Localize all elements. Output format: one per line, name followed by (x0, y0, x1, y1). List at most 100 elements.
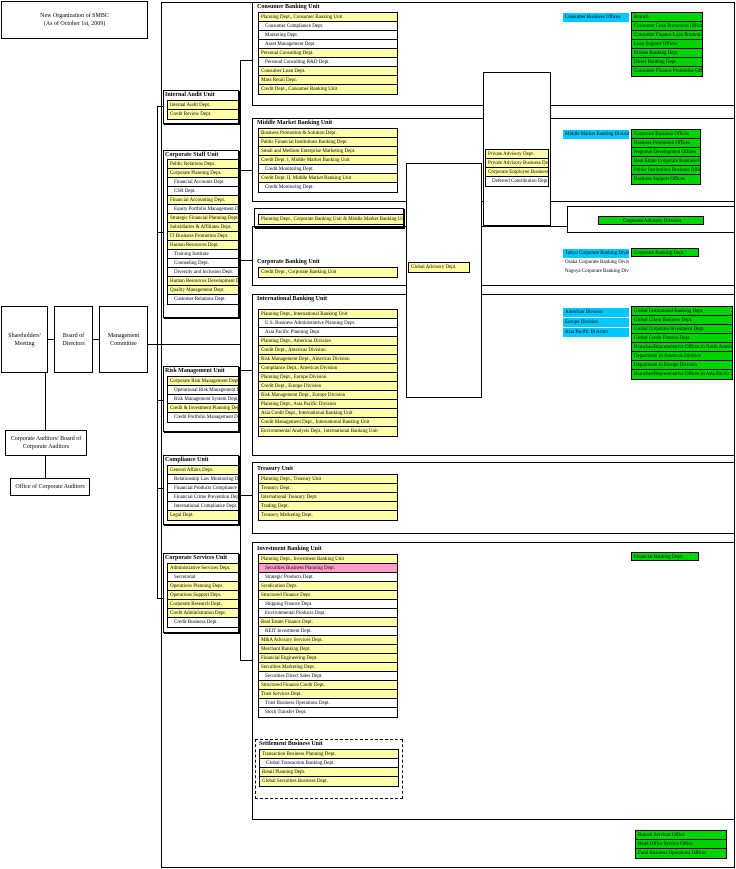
dept-item: Risk Management System Dept. (168, 395, 238, 404)
dept-item: REIT Investment Dept. (259, 627, 397, 636)
shareholders-box: Shareholders' Meeting (1, 306, 48, 373)
dept-item: General Affairs Dept. (168, 466, 238, 475)
intl-division-item: Asia Pacific Division (563, 328, 629, 337)
dept-item: Planning Dept., Corporate Banking Unit &… (259, 215, 403, 224)
global-advisory-frame: Global Advisory Dept. (406, 163, 482, 398)
international-unit: International Banking Unit Planning Dept… (252, 294, 735, 456)
dept-item: Financial Products Compliance Dept. (168, 484, 238, 493)
dept-item: Corporate Risk Management Dept. (168, 377, 238, 386)
financial-banking-dept: Financial Banking Dept. (631, 552, 699, 561)
private-advisory-frame: Private Advisory Dept.Private Advisory B… (483, 72, 551, 226)
private-advisory-list: Private Advisory Dept.Private Advisory B… (485, 149, 549, 187)
dept-item: Financial Accounts Dept. (168, 178, 238, 187)
dept-item: Regional Development Offices (632, 148, 700, 157)
dept-item: Structured Finance Credit Dept. (259, 681, 397, 690)
dept-item: International Compliance Dept. (168, 502, 238, 511)
dept-item: Global Advisory Dept. (409, 263, 469, 272)
middle-market-division: Middle Market Banking Division (563, 130, 629, 139)
dept-item: Securities Direct Sales Dept. (259, 672, 397, 681)
treasury-unit: Treasury Unit Planning Dept., Treasury U… (252, 462, 735, 534)
dept-item: Planning Dept., Americas Division (259, 337, 397, 346)
dept-item: Credit Review Dept. (168, 110, 238, 119)
dept-item: Planning Dept., Europe Division (259, 373, 397, 382)
dept-item: Asset Management Dept. (259, 40, 397, 49)
connector (157, 232, 163, 233)
dept-item: Credit Administration Dept. (168, 609, 238, 618)
dept-item: Strategic Products Dept. (259, 573, 397, 582)
dept-item: Financial Crime Prevention Dept. (168, 493, 238, 502)
compliance-list: General Affairs Dept.Relationship Law Mo… (167, 465, 239, 521)
investment-banking-unit: Investment Banking Unit Planning Dept., … (252, 542, 735, 820)
dept-item: Subsidiaries & Affiliates Dept. (168, 223, 238, 232)
dept-item: Planning Dept., Consumer Banking Unit (259, 13, 397, 22)
unit-title: Middle Market Banking Unit (257, 120, 333, 126)
dept-item: Strategic Financial Planning Dept. (168, 214, 238, 223)
dept-item: Business Promotion Offices (632, 139, 700, 148)
connector (48, 339, 54, 340)
title-line2: (As of October 1st, 2009) (43, 21, 106, 27)
dept-item: Treasury Marketing Dept. (259, 511, 397, 520)
dept-item: Corporate Research Dept. (168, 600, 238, 609)
dept-item: Private Banking Dept. (632, 49, 702, 58)
dept-item: Training Institute (168, 250, 238, 259)
dept-item: Department in Europe Division (632, 361, 732, 370)
unit-title: Corporate Banking Unit (257, 259, 320, 265)
dept-item: Global Corporate Investment Dept. (632, 325, 732, 334)
corporate-banking-dept: Corporate Banking Dept. (631, 248, 699, 257)
dept-item: Operations Support Dept. (168, 591, 238, 600)
connector (240, 60, 252, 61)
dept-item: Branch (632, 13, 702, 22)
office-auditors-box: Office of Corporate Auditors (10, 478, 90, 496)
dept-item: Personal Consulting R&D Dept. (259, 58, 397, 67)
corporate-banking-unit: Corporate Banking Unit Credit Dept., Cor… (252, 226, 735, 286)
dept-item: Consumer Loan Promotion Offices (632, 22, 702, 31)
connector (240, 260, 252, 261)
risk-management-list: Corporate Risk Management Dept.Operation… (167, 376, 239, 423)
middle-market-list: Business Promotion & Solution Dept.Publi… (258, 128, 398, 193)
intl-green-list: Global Institutional Banking Dept.Global… (631, 306, 733, 380)
corp-division-item: Tokyo Corporate Banking Division (563, 249, 629, 258)
dept-item: Branches/Representative Offices in Asia … (632, 370, 732, 379)
connector (240, 660, 252, 661)
dept-item: Treasury Dept. (259, 484, 397, 493)
dept-item: Compliance Dept., Americas Division (259, 364, 397, 373)
dept-item: Personal Consulting Dept. (259, 49, 397, 58)
dept-item: Consumer Loan Dept. (259, 67, 397, 76)
corp-division-item: Nagoya Corporate Banking Division (563, 267, 629, 276)
dept-item: Global Transaction Banking Dept. (260, 759, 398, 768)
unit-title: Investment Banking Unit (257, 546, 322, 552)
dept-item: Global Institutional Banking Dept. (632, 307, 732, 316)
connector (45, 373, 46, 430)
dept-item: Deferred Contribution Dept. (486, 177, 548, 186)
consumer-business-offices: Consumer Business Offices (563, 13, 629, 22)
dept-item: Corporate Employee Business Dept. (486, 168, 548, 177)
connector (240, 170, 252, 171)
settlement-list: Transaction Business Planning Dept.Globa… (259, 749, 399, 787)
dept-item: Planning Dept., Investment Banking Unit (259, 555, 397, 564)
dept-item: Environmental Products Dept. (259, 609, 397, 618)
unit-title: Internal Audit Unit (165, 92, 215, 98)
dept-item: Human Resources Dept. (168, 241, 238, 250)
dept-item: Asia Pacific Planning Dept. (259, 328, 397, 337)
dept-item: Planning Dept., International Banking Un… (259, 310, 397, 319)
dept-item: Quality Management Dept. (168, 286, 238, 295)
connector (45, 456, 46, 478)
dept-item: Credit Dept., Europe Division (259, 382, 397, 391)
dept-item: Merchant Banking Dept. (259, 645, 397, 654)
unit-title: International Banking Unit (257, 296, 328, 302)
dept-item: Global Client Business Dept. (632, 316, 732, 325)
unit-title: Compliance Unit (165, 457, 209, 463)
connector (240, 495, 252, 496)
unit-title: Corporate Staff Unit (165, 152, 219, 158)
intl-division-item: Europe Division (563, 318, 629, 327)
dept-item: Securities Business Planning Dept. (259, 564, 397, 573)
dept-item: Counseling Dept. (168, 259, 238, 268)
dept-item: U.S. Business Administrative Planning De… (259, 319, 397, 328)
connector (157, 598, 163, 599)
unit-title: Treasury Unit (257, 466, 293, 472)
dept-item: Credit Dept. I, Middle Market Banking Un… (259, 156, 397, 165)
dept-item: Credit Monitoring Dept. (259, 183, 397, 192)
dept-item: Syndication Dept. (259, 582, 397, 591)
dept-item: Credit Dept., Corporate Banking Unit (259, 268, 397, 277)
